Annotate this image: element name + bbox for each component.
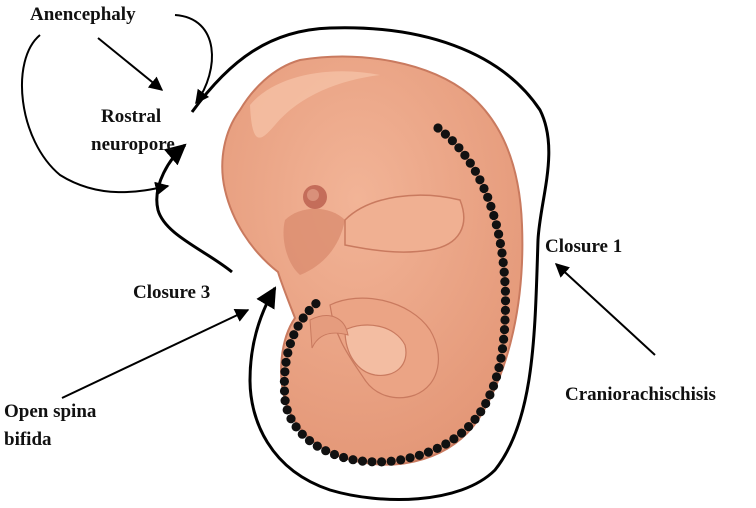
neural-tube-dot — [283, 348, 293, 358]
upper-limb-bud — [344, 194, 465, 253]
neural-tube-dot — [280, 367, 290, 377]
neural-tube-dot — [279, 386, 290, 396]
neural-tube-dot — [495, 238, 505, 249]
neural-tube-dot — [499, 267, 509, 277]
closure3-line — [155, 143, 233, 274]
neural-tube-dot — [304, 305, 314, 316]
neural-tube-dot — [291, 422, 301, 432]
neural-tube-dot — [286, 414, 296, 424]
neural-tube-dot — [440, 129, 450, 139]
neural-tube-dot — [447, 136, 457, 146]
annotation-arrows — [21, 14, 656, 399]
neural-tube-dot — [470, 166, 480, 176]
neural-tube-dot — [497, 344, 508, 354]
neural-tube-dot — [489, 210, 499, 221]
neural-tube-dot — [339, 452, 349, 463]
neural-tube-dot — [486, 201, 496, 211]
neural-tube-dot — [494, 363, 504, 373]
outer-closure-line — [190, 26, 551, 501]
neural-tube-dot — [479, 183, 489, 194]
neural-tube-dot — [494, 229, 504, 239]
neural-tube-dot — [499, 325, 510, 335]
label-closure1: Closure 1 — [545, 236, 622, 257]
neural-tube-dot — [312, 441, 322, 451]
head-highlight — [250, 71, 380, 138]
embryo — [221, 55, 524, 466]
neural-tube-dot — [485, 390, 495, 400]
eye-highlight — [307, 189, 319, 201]
neural-tube-dot — [357, 456, 368, 466]
arrow-anencephaly-curve-right — [174, 14, 213, 105]
arrow-anencephaly-curve-left — [21, 34, 170, 196]
arrow-open-spina-bifida — [61, 309, 250, 399]
neural-tube-dot — [488, 381, 499, 391]
neural-tube-dot — [483, 192, 493, 202]
neural-tube-dot — [298, 313, 308, 323]
neural-tube-dot — [500, 286, 510, 296]
neural-tube-dot — [475, 175, 485, 185]
neural-tube-dot — [449, 434, 459, 444]
label-rostral-line1: Rostral — [101, 106, 161, 127]
neural-tube-dot — [367, 457, 377, 467]
label-open-spina-line2: bifida — [4, 429, 52, 450]
neural-tube-dot — [460, 150, 470, 160]
tail — [309, 315, 349, 349]
neural-tube-dot — [285, 339, 295, 349]
neural-tube-dot — [304, 436, 315, 446]
neural-tube-dot — [297, 429, 307, 439]
neural-tube-dot — [481, 398, 491, 409]
neural-tube-dot — [497, 248, 507, 258]
neural-tube-dot — [500, 296, 511, 306]
neural-tube-dot — [465, 158, 475, 168]
neural-tube-dot — [282, 405, 292, 415]
neural-tube-dot — [496, 353, 506, 363]
neural-tube-dot — [499, 334, 509, 344]
neural-tube-dot — [348, 455, 358, 465]
neural-tube-dot — [405, 453, 415, 463]
neural-tube-dot — [423, 447, 433, 457]
neural-tube-dot — [457, 428, 467, 438]
neural-tube-dot — [433, 123, 443, 133]
neural-tube-dot — [396, 455, 406, 465]
neural-tube-dot — [498, 257, 508, 268]
label-rostral-line2: neuropore — [91, 134, 175, 155]
arrow-craniorachischisis — [554, 263, 656, 356]
neural-tube-dot — [386, 456, 396, 466]
neural-tube-dot — [491, 220, 501, 230]
neural-tube-dot — [377, 457, 387, 467]
label-anencephaly: Anencephaly — [30, 4, 136, 25]
neural-tube-dot — [414, 450, 424, 460]
neural-tube-dot — [280, 396, 290, 406]
label-closure3: Closure 3 — [133, 282, 210, 303]
arrow-anencephaly-to-rostral — [97, 37, 164, 91]
neural-tube-dot — [289, 330, 299, 340]
neural-tube-dot — [441, 439, 451, 449]
neural-tube-dot — [321, 446, 331, 456]
neural-tube-dot — [464, 422, 474, 432]
neural-tube-dots — [279, 123, 511, 467]
neural-tube-dot — [491, 372, 502, 382]
neural-tube-dot — [500, 305, 510, 315]
neural-tube-dot — [476, 407, 486, 417]
neural-tube-dot — [500, 277, 510, 287]
label-craniorachischisis: Craniorachischisis — [565, 384, 716, 405]
neural-tube-dot — [454, 143, 464, 153]
neural-tube-dot — [500, 315, 510, 325]
neural-tube-dot — [470, 414, 480, 424]
neural-tube-dot — [329, 449, 340, 460]
neural-tube-dot — [293, 321, 303, 331]
neural-tube-dot — [281, 357, 291, 367]
neural-tube-dot — [432, 443, 442, 453]
lower-limb-bud — [344, 324, 407, 376]
neural-tube-dot — [311, 299, 321, 309]
face-region — [283, 208, 345, 275]
label-open-spina-line1: Open spina — [4, 401, 97, 422]
neural-tube-dot — [279, 376, 289, 386]
